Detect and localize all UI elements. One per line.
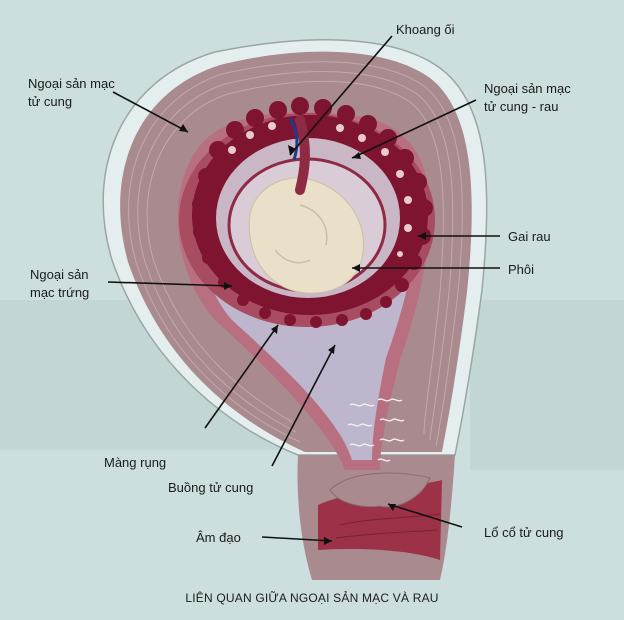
- cervix: [329, 472, 431, 508]
- leader-lines: [107, 35, 500, 542]
- body-stalk: [295, 115, 310, 195]
- muscle-fibers: [128, 61, 463, 447]
- label-ngoai-san-mac-trung-line2: mạc trứng: [30, 285, 90, 300]
- umbilical-vessel: [288, 117, 299, 161]
- label-am-dao: Âm đạo: [196, 530, 241, 545]
- figure-caption: LIÊN QUAN GIỮA NGOẠI SẢN MẠC VÀ RAU: [185, 591, 439, 605]
- label-buong-tu-cung: Buồng tử cung: [168, 480, 254, 495]
- vaginal-fold: [339, 513, 441, 526]
- label-ngoai-san-mac-trung-line1: Ngoại sản: [30, 267, 89, 282]
- background-panel: [470, 300, 624, 470]
- chorionic-villi-fringe: [192, 97, 433, 328]
- label-ngoai-san-mac-tu-cung-rau-line2: tử cung - rau: [484, 99, 559, 114]
- embryo-contour: [274, 249, 311, 264]
- label-lo-co-tu-cung: Lổ cổ tử cung: [484, 525, 564, 540]
- villous-spaces: [228, 122, 412, 257]
- label-phoi: Phôi: [508, 262, 535, 277]
- label-gai-rau: Gai rau: [508, 229, 551, 244]
- label-mang-rung: Màng rụng: [104, 455, 167, 470]
- label-ngoai-san-mac-tu-cung-line1: Ngoại sản mạc: [28, 76, 115, 91]
- label-khoang-oi: Khoang ối: [396, 22, 455, 37]
- arrowheads: [179, 124, 426, 545]
- embryo-contour: [299, 204, 328, 246]
- label-ngoai-san-mac-tu-cung-rau-line1: Ngoại sản mạc: [484, 81, 571, 96]
- cervical-glands: [347, 398, 405, 462]
- vaginal-fold: [335, 529, 439, 539]
- label-ngoai-san-mac-tu-cung-line2: tử cung: [28, 94, 73, 109]
